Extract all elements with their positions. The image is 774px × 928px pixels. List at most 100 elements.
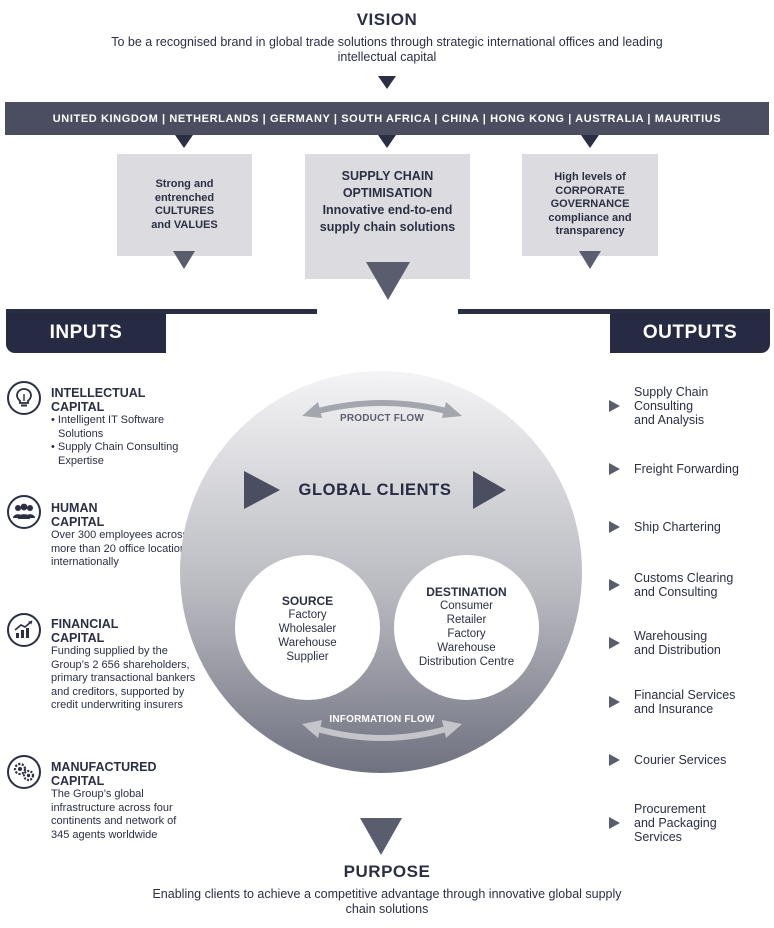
source-item: Supplier: [286, 651, 329, 663]
pillar-corporate-governance: High levels of CORPORATE GOVERNANCE comp…: [522, 154, 658, 256]
vision-arrow-icon: [378, 76, 396, 89]
output-arrow-icon: [609, 637, 620, 649]
output-item: Ship Chartering: [609, 518, 774, 536]
source-item: Factory: [288, 609, 327, 621]
pillar-line: transparency: [555, 225, 625, 238]
output-arrow-icon: [609, 817, 620, 829]
output-label: Procurement and Packaging Services: [634, 802, 717, 844]
country-bar: UNITED KINGDOM | NETHERLANDS | GERMANY |…: [5, 102, 769, 135]
outputs-title: OUTPUTS: [642, 322, 738, 343]
pillar-line: High levels of: [554, 171, 626, 184]
output-arrow-icon: [609, 696, 620, 708]
destination-item: Consumer: [439, 600, 494, 612]
people-icon: [7, 495, 41, 529]
destination-item: Retailer: [446, 614, 487, 626]
output-arrow-icon: [609, 521, 620, 533]
input-bullet: • Intelligent IT Software Solutions: [51, 414, 165, 440]
bar-arrow-right-icon: [581, 135, 599, 148]
bar-arrow-center-icon: [378, 135, 396, 148]
bar-arrow-left-icon: [175, 135, 193, 148]
input-title-line: CAPITAL: [51, 514, 105, 529]
pillar-line: CULTURES: [154, 205, 215, 217]
vision-title: VISION: [356, 10, 418, 29]
inputs-title: INPUTS: [49, 322, 123, 343]
output-item: Procurement and Packaging Services: [609, 801, 774, 845]
destination-title: DESTINATION: [426, 585, 507, 599]
pillar-center-arrow-icon: [366, 262, 410, 300]
output-arrow-icon: [609, 754, 620, 766]
pillar-right-arrow-icon: [579, 251, 601, 269]
source-title: SOURCE: [281, 594, 334, 608]
destination-content: DESTINATION Consumer Retailer Factory Wa…: [394, 585, 539, 669]
pillar-line: CORPORATE: [555, 184, 625, 197]
source-item: Wholesaler: [278, 623, 337, 635]
input-description: Over 300 employees across more than 20 o…: [51, 529, 192, 568]
input-title-line: FINANCIAL: [51, 617, 119, 631]
gears-icon: [7, 755, 41, 789]
purpose-arrow-icon: [360, 818, 402, 855]
input-intellectual-capital: INTELLECTUAL CAPITAL • Intelligent IT So…: [51, 386, 201, 468]
input-title-line: MANUFACTURED: [51, 760, 157, 774]
information-flow-arrow-icon: [302, 720, 462, 741]
product-flow-arrow-icon: [302, 400, 462, 418]
pillar-left-arrow-icon: [173, 251, 195, 269]
source-item: Warehouse: [278, 637, 337, 649]
destination-item: Warehouse: [437, 642, 496, 654]
output-item: Freight Forwarding: [609, 460, 774, 478]
input-title-line: CAPITAL: [51, 773, 105, 788]
pillar-line: compliance and: [548, 211, 632, 224]
information-flow-label: INFORMATION FLOW: [329, 714, 435, 725]
pillar-line: OPTIMISATION: [342, 185, 433, 200]
global-clients-title: GLOBAL CLIENTS: [298, 481, 452, 499]
destination-circle: [394, 555, 539, 700]
country-list: UNITED KINGDOM | NETHERLANDS | GERMANY |…: [52, 112, 722, 125]
input-human-capital: HUMAN CAPITAL Over 300 employees across …: [51, 501, 196, 570]
lightbulb-icon: [7, 381, 41, 415]
input-bullet: • Supply Chain Consulting Expertise: [51, 441, 179, 467]
destination-item: Factory: [447, 628, 486, 640]
output-arrow-icon: [609, 579, 620, 591]
input-description: The Group’s global infrastructure across…: [51, 788, 177, 841]
purpose-title: PURPOSE: [343, 862, 431, 881]
pillar-culture-values: Strong and entrenched CULTURES and VALUE…: [117, 154, 252, 256]
pillar-line: supply chain solutions: [319, 219, 456, 234]
input-title-line: HUMAN: [51, 501, 98, 515]
pillar-line: Strong and: [155, 178, 214, 190]
output-label: Supply Chain Consulting and Analysis: [634, 385, 709, 427]
output-arrow-icon: [609, 400, 620, 412]
output-label: Freight Forwarding: [634, 462, 739, 476]
global-clients-left-arrow-icon: [244, 471, 280, 509]
output-label: Customs Clearing and Consulting: [634, 571, 734, 599]
outputs-band-line: [458, 309, 770, 314]
input-description: Funding supplied by the Group’s 2 656 sh…: [51, 645, 196, 711]
input-title-line: INTELLECTUAL: [51, 386, 146, 400]
outputs-tab: OUTPUTS: [610, 313, 770, 353]
output-label: Ship Chartering: [634, 520, 721, 534]
pillar-supply-chain-optimisation: SUPPLY CHAIN OPTIMISATION Innovative end…: [305, 154, 470, 279]
source-circle: [235, 555, 380, 700]
global-clients-right-arrow-icon: [473, 471, 506, 509]
output-item: Supply Chain Consulting and Analysis: [609, 384, 774, 428]
destination-item: Distribution Centre: [418, 656, 515, 668]
inputs-tab: INPUTS: [6, 313, 166, 353]
growth-chart-icon: [7, 613, 41, 647]
pillar-line: GOVERNANCE: [550, 198, 630, 211]
input-title-line: CAPITAL: [51, 630, 105, 645]
pillar-line: Innovative end-to-end: [322, 202, 453, 217]
input-title-line: CAPITAL: [51, 399, 105, 414]
input-financial-capital: FINANCIAL CAPITAL Funding supplied by th…: [51, 617, 201, 713]
output-label: Financial Services and Insurance: [634, 688, 736, 716]
output-label: Warehousing and Distribution: [634, 629, 721, 657]
output-item: Financial Services and Insurance: [609, 687, 774, 717]
pillar-line: entrenched: [154, 191, 215, 204]
vision-text: To be a recognised brand in global trade…: [111, 35, 663, 64]
source-content: SOURCE Factory Wholesaler Warehouse Supp…: [235, 594, 380, 664]
output-item: Customs Clearing and Consulting: [609, 570, 774, 600]
input-manufactured-capital: MANUFACTURED CAPITAL The Group’s global …: [51, 760, 196, 842]
inputs-band-line: [6, 309, 317, 314]
purpose-text: Enabling clients to achieve a competitiv…: [152, 887, 622, 916]
output-label: Courier Services: [634, 753, 727, 767]
product-flow-label: PRODUCT FLOW: [339, 413, 425, 424]
output-item: Courier Services: [609, 751, 774, 769]
pillar-line: and VALUES: [151, 218, 218, 231]
